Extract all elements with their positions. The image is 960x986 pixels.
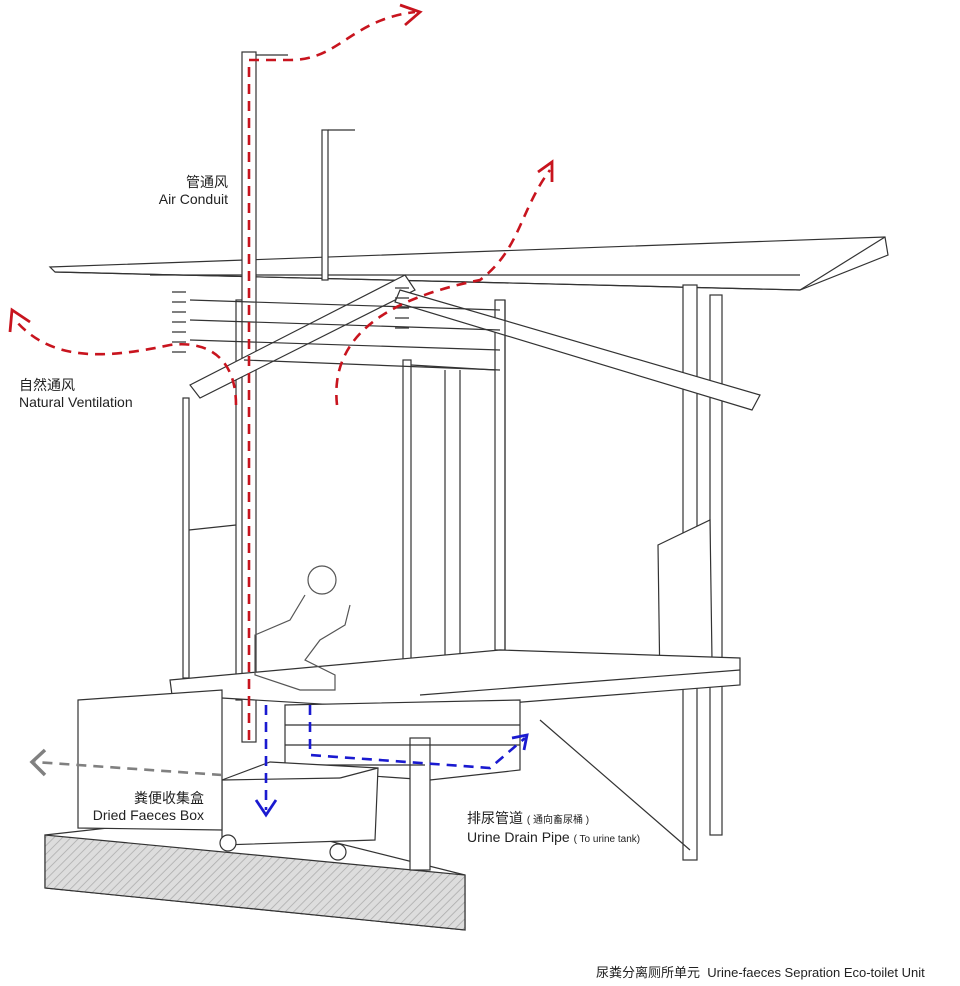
air-conduit-flow-arrow: [247, 10, 416, 740]
figure-caption: 尿粪分离厕所单元 Urine-faeces Sepration Eco-toil…: [596, 964, 925, 981]
arrowhead-faeces: [254, 799, 278, 818]
natural-ventilation-label-zh: 自然通风: [19, 377, 75, 393]
person-squatting: [254, 565, 351, 691]
arrowhead-vent-right: [537, 159, 554, 182]
air-conduit-label-en: Air Conduit: [158, 191, 228, 207]
natural-ventilation-arrow-right: [335, 169, 552, 406]
arrowhead-air: [399, 3, 423, 27]
faeces-box-label: 粪便收集盒 Dried Faeces Box: [80, 790, 204, 824]
urine-flow-arrow: [308, 705, 526, 770]
caption-zh: 尿粪分离厕所单元: [596, 965, 701, 980]
faeces-box-label-en: Dried Faeces Box: [92, 807, 204, 823]
louvers: [172, 287, 501, 371]
natural-ventilation-label-en: Natural Ventilation: [19, 394, 133, 410]
urine-pipe-note-en: ( To urine tank): [573, 834, 641, 845]
natural-ventilation-label: 自然通风 Natural Ventilation: [19, 377, 133, 411]
walls: [188, 300, 713, 692]
urine-pipe-label: 排尿管道 ( 通向畜尿桶 ) Urine Drain Pipe ( To uri…: [467, 810, 640, 848]
natural-ventilation-arrow-left: [14, 319, 238, 406]
urine-pipe-label-en: Urine Drain Pipe: [467, 829, 570, 845]
roof: [48, 236, 889, 291]
arrowhead-vent-left: [8, 307, 31, 333]
brick-base: [284, 699, 691, 871]
caption-en: Urine-faeces Sepration Eco-toilet Unit: [707, 965, 925, 980]
urine-pipe-label-zh: 排尿管道: [467, 810, 523, 826]
faeces-box-label-zh: 粪便收集盒: [134, 790, 204, 806]
urine-pipe-note-zh: ( 通向畜尿桶 ): [526, 815, 590, 826]
faeces-removal-arrow: [34, 760, 223, 777]
faeces-box: [77, 689, 379, 861]
air-conduit-label-zh: 管通风: [186, 174, 228, 190]
arrowhead-removal: [29, 748, 47, 777]
arrowhead-urine: [511, 733, 529, 751]
air-conduit-label: 管通风 Air Conduit: [120, 174, 228, 208]
